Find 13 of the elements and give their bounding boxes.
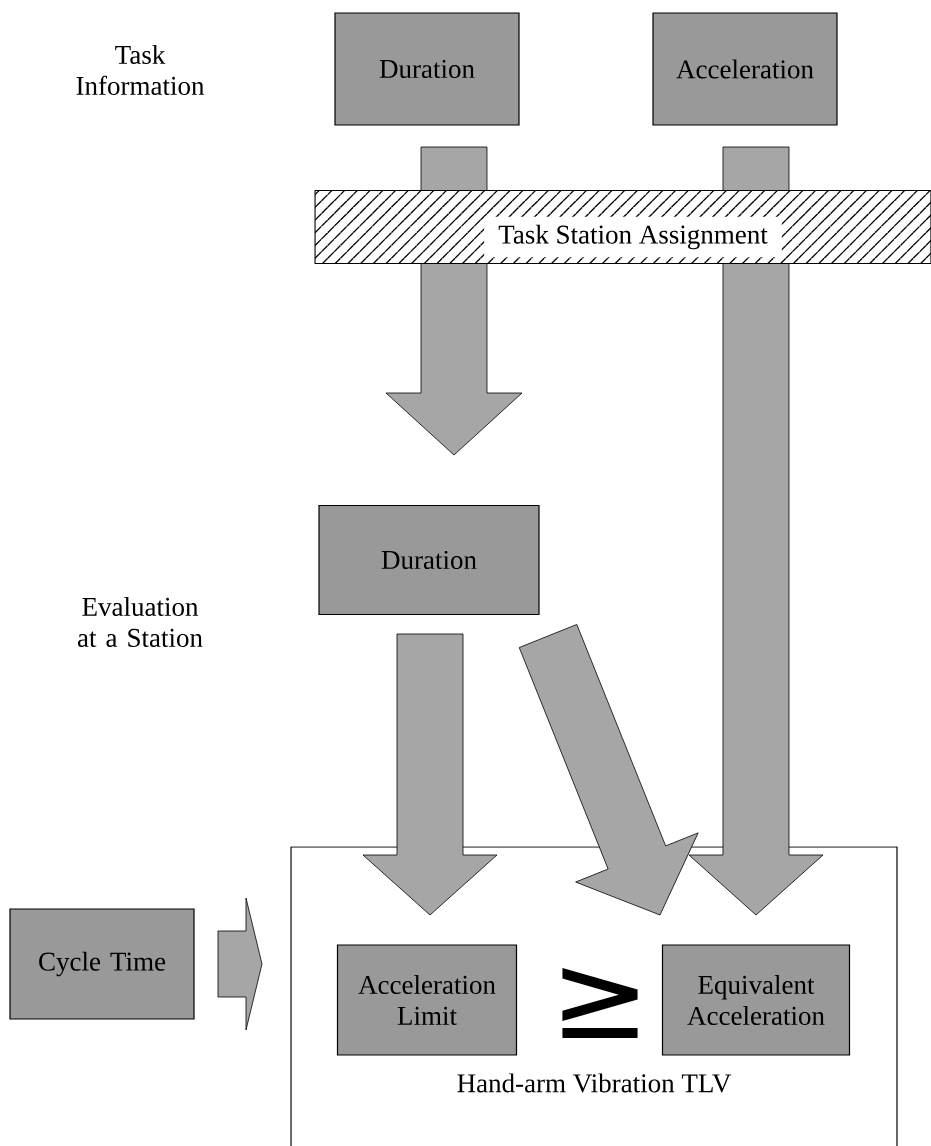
side-label: Task Information bbox=[76, 45, 205, 95]
process-box: Cycle Time bbox=[9, 908, 195, 1020]
block-arrow bbox=[518, 624, 699, 916]
process-box: Duration bbox=[318, 504, 540, 616]
greater-equal-sign: ≥ bbox=[562, 968, 638, 1038]
block-arrow bbox=[362, 633, 498, 916]
hatched-band: Task Station Assignment bbox=[484, 216, 782, 258]
side-label: Evaluation at a Station bbox=[77, 597, 203, 647]
process-box: Acceleration Limit bbox=[336, 944, 518, 1056]
process-box: Duration bbox=[334, 12, 520, 126]
process-box: Acceleration bbox=[652, 12, 838, 126]
block-arrow bbox=[688, 146, 824, 916]
process-box: Equivalent Acceleration bbox=[661, 944, 851, 1056]
